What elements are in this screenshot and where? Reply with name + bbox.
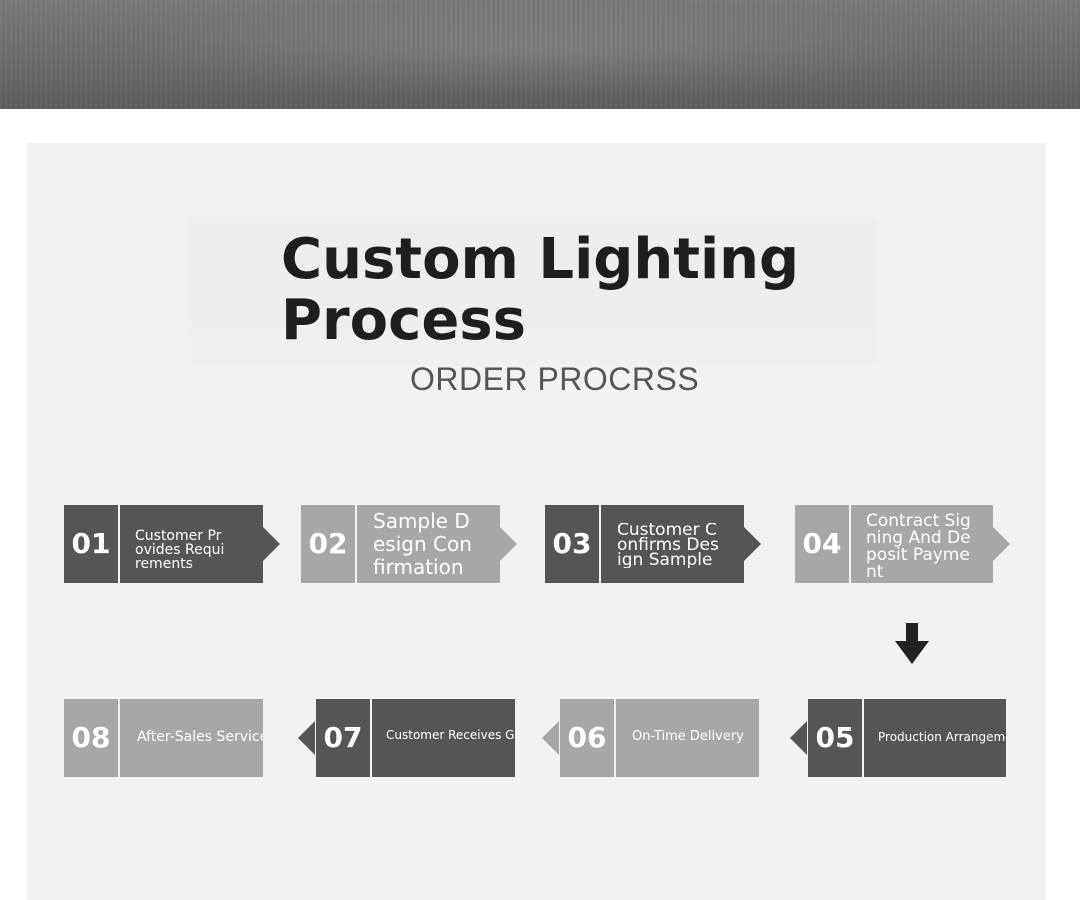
arrow-right-icon [993, 527, 1010, 561]
step-04: 04 Contract Signing And Deposit Payment [795, 505, 1010, 583]
step-label-box: Sample Design Confirmation [357, 505, 500, 583]
step-label: After-Sales Service [137, 729, 263, 745]
header-banner-image [0, 0, 1080, 109]
step-06: 06 On-Time Delivery [542, 699, 760, 777]
arrow-left-icon [790, 721, 807, 755]
step-label-box: Contract Signing And Deposit Payment [851, 505, 993, 583]
step-label: Customer Confirms Design Sample [617, 523, 719, 568]
step-label-box: Customer Provides Requirements [120, 505, 263, 583]
title-backdrop [190, 218, 876, 364]
step-label: Sample Design Confirmation [373, 510, 472, 579]
step-01: 01 Customer Provides Requirements [64, 505, 280, 583]
step-label-box: On-Time Delivery [616, 699, 759, 777]
step-number: 08 [64, 699, 118, 777]
step-label-box: Customer Confirms Design Sample [601, 505, 744, 583]
arrow-down-icon [895, 623, 929, 664]
step-label: Customer Provides Requirements [135, 529, 225, 571]
step-07: 07 Customer Receives Goods [298, 699, 516, 777]
page-title: Custom Lighting Process [281, 227, 800, 353]
step-label-box: Customer Receives Goods [372, 699, 515, 777]
arrow-right-icon [500, 527, 517, 561]
step-label: On-Time Delivery [632, 729, 744, 744]
arrow-left-icon [298, 721, 315, 755]
step-08: 08 After-Sales Service [64, 699, 264, 777]
step-label: Production Arrangement [878, 730, 1006, 744]
arrow-left-icon [542, 721, 559, 755]
process-panel: Custom Lighting Process ORDER PROCRSS 01… [27, 143, 1046, 900]
step-label-box: Production Arrangement [864, 699, 1006, 777]
step-label: Contract Signing And Deposit Payment [866, 513, 971, 582]
arrow-right-icon [263, 527, 280, 561]
step-number: 05 [808, 699, 862, 777]
step-number: 02 [301, 505, 355, 583]
step-label-box: After-Sales Service [120, 699, 263, 777]
step-03: 03 Customer Confirms Design Sample [545, 505, 761, 583]
step-label: Customer Receives Goods [386, 728, 515, 742]
page-subtitle: ORDER PROCRSS [410, 361, 700, 397]
step-number: 07 [316, 699, 370, 777]
step-number: 04 [795, 505, 849, 583]
step-02: 02 Sample Design Confirmation [301, 505, 517, 583]
step-number: 03 [545, 505, 599, 583]
step-05: 05 Production Arrangement [790, 699, 1008, 777]
step-number: 06 [560, 699, 614, 777]
arrow-right-icon [744, 527, 761, 561]
step-number: 01 [64, 505, 118, 583]
